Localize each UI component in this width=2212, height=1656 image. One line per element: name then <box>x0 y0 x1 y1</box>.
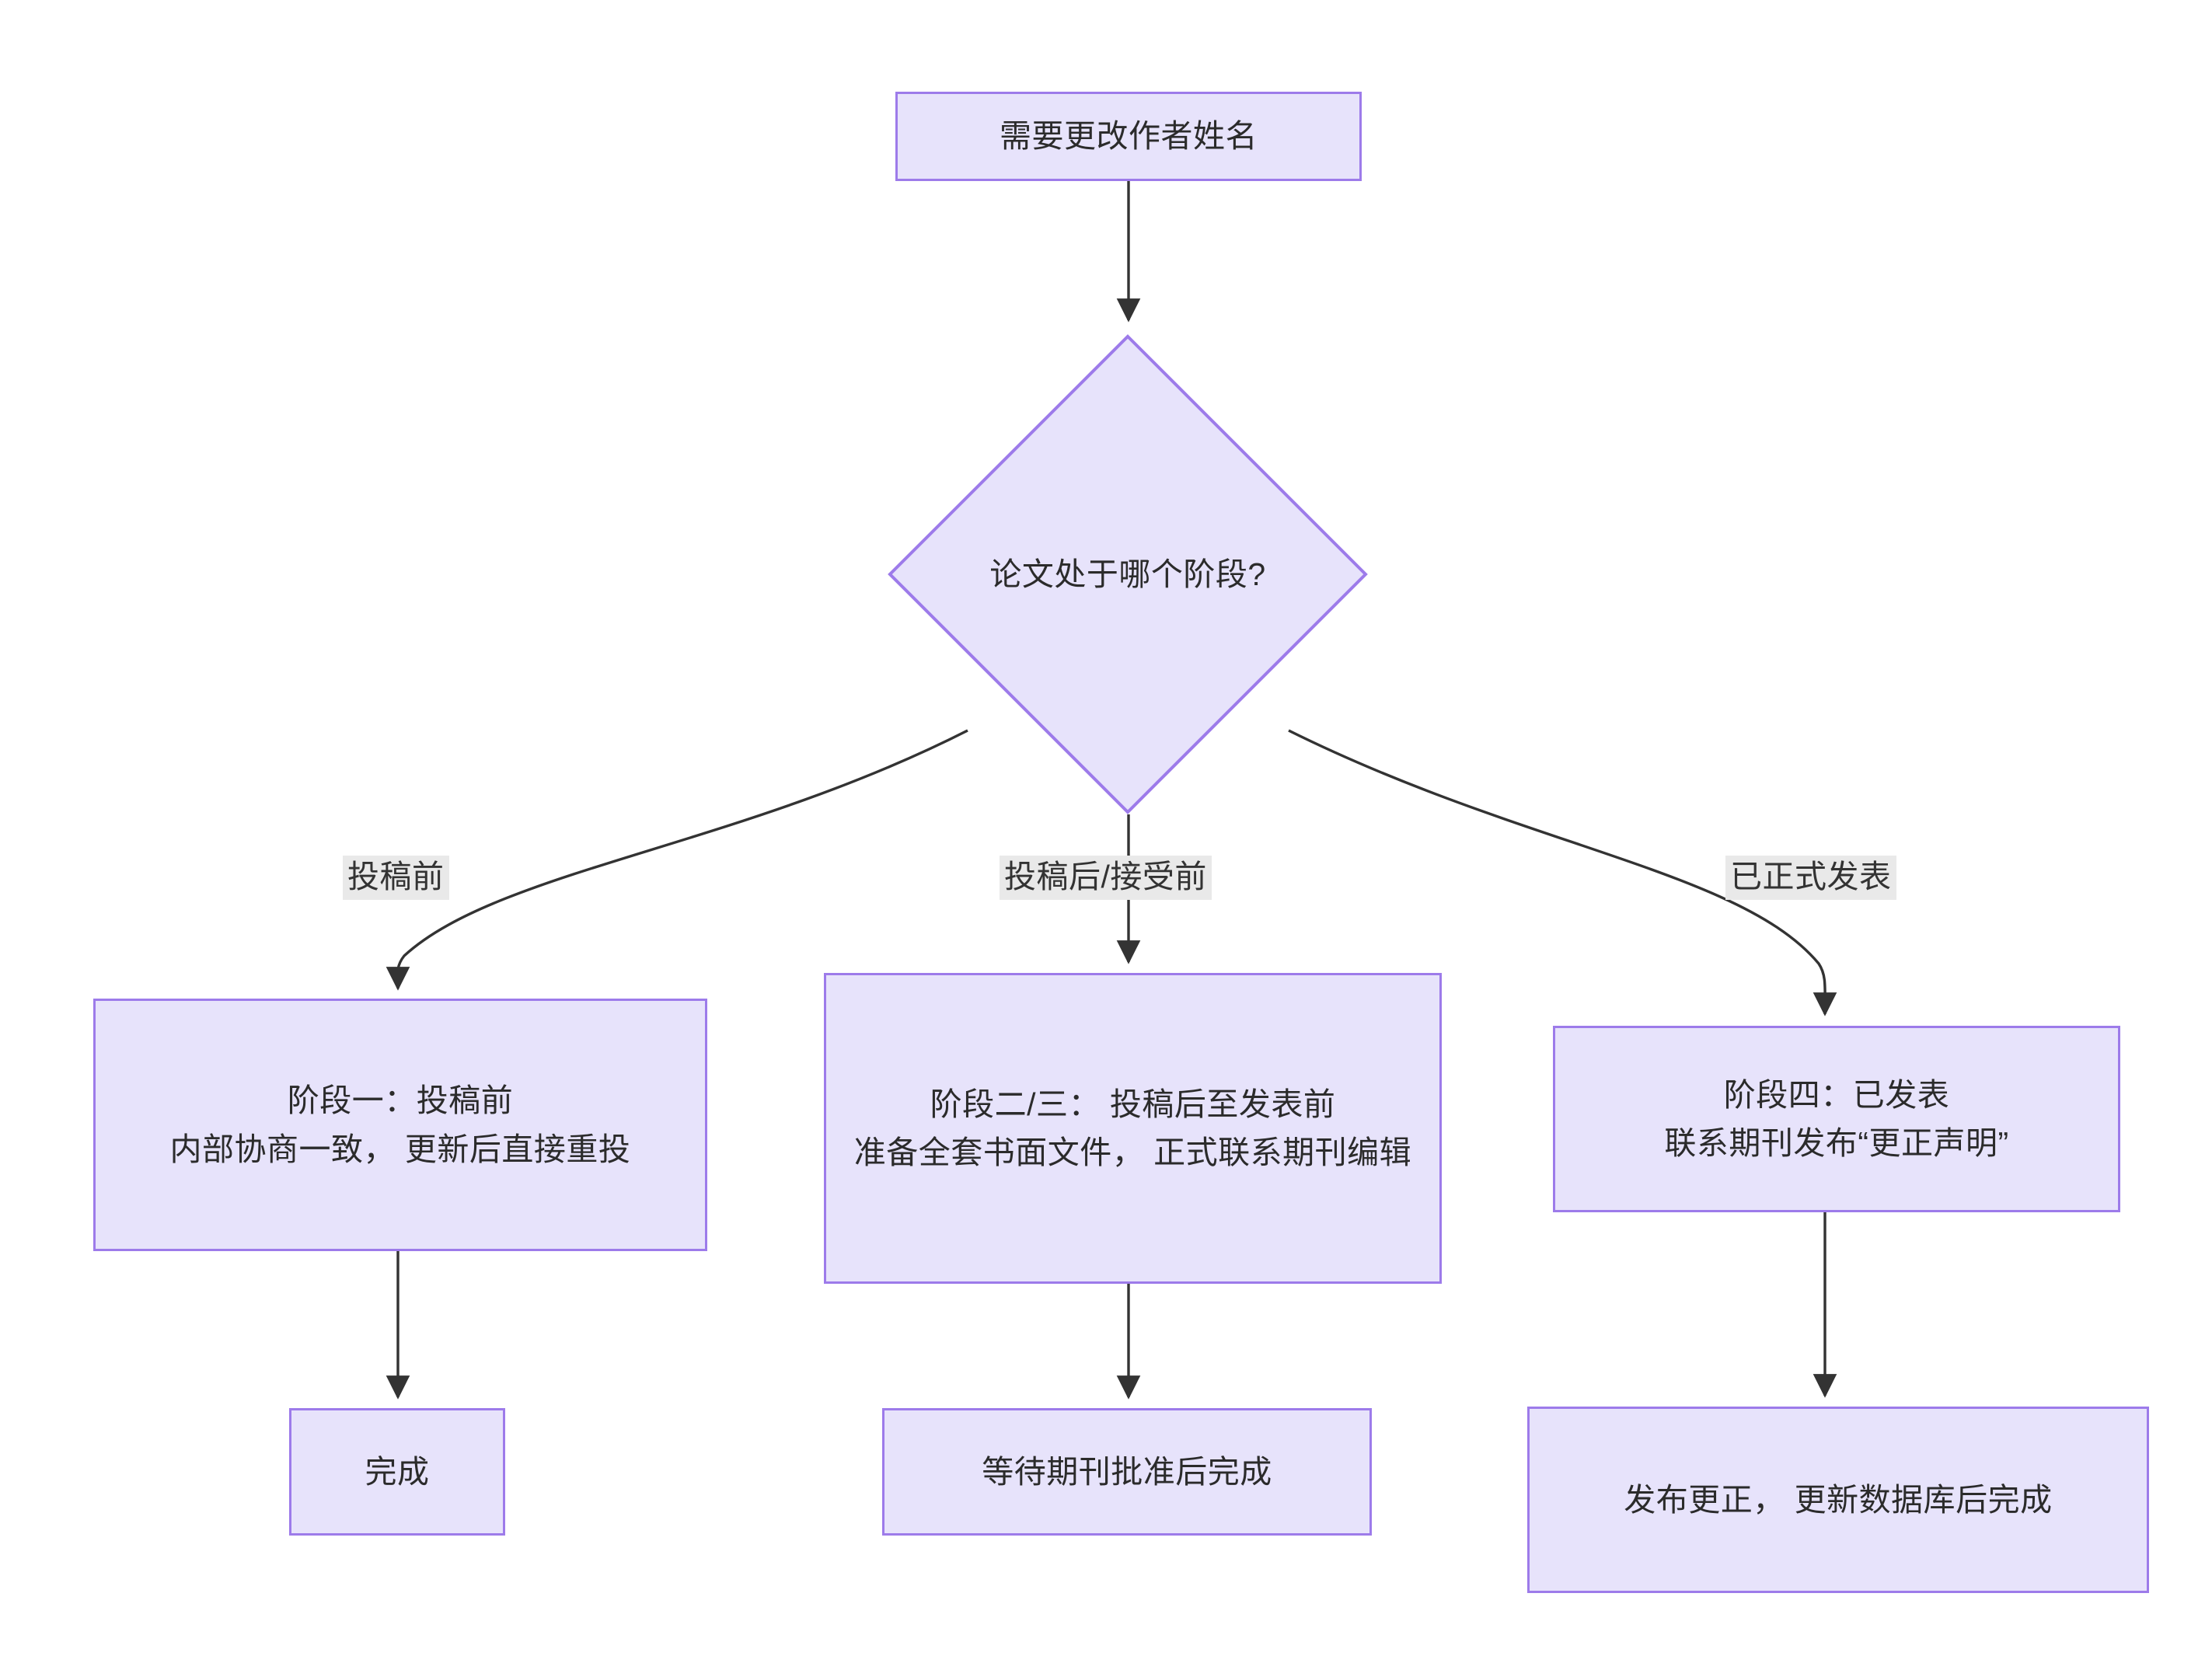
node-label-stage23: 阶段二/三： 投稿后至发表前 准备全套书面文件， 正式联系期刊编辑 <box>853 1086 1412 1170</box>
node-label-decision: 论文处于哪个阶段? <box>989 556 1266 592</box>
node-start[interactable]: 需要更改作者姓名 <box>895 92 1362 181</box>
node-stage23[interactable]: 阶段二/三： 投稿后至发表前 准备全套书面文件， 正式联系期刊编辑 <box>824 973 1442 1284</box>
node-done1[interactable]: 完成 <box>289 1408 505 1536</box>
edge-label-l2: 投稿后/接受前 <box>1000 856 1212 901</box>
node-label-stage4: 阶段四：已发表 联系期刊发布“更正声明” <box>1664 1076 2009 1161</box>
node-label-start: 需要更改作者姓名 <box>1000 118 1258 155</box>
edge-label-l3: 已正式发表 <box>1725 856 1896 901</box>
node-label-stage1: 阶段一：投稿前 内部协商一致， 更新后直接重投 <box>169 1083 631 1167</box>
node-done2[interactable]: 等待期刊批准后完成 <box>882 1408 1372 1536</box>
node-decision[interactable]: 论文处于哪个阶段? <box>888 334 1368 814</box>
node-label-done1: 完成 <box>365 1453 430 1490</box>
diamond-shape <box>888 334 1368 814</box>
node-stage1[interactable]: 阶段一：投稿前 内部协商一致， 更新后直接重投 <box>93 999 707 1251</box>
node-label-done2: 等待期刊批准后完成 <box>982 1453 1272 1490</box>
edge-label-l1: 投稿前 <box>343 856 449 901</box>
node-done3[interactable]: 发布更正， 更新数据库后完成 <box>1527 1407 2149 1593</box>
node-stage4[interactable]: 阶段四：已发表 联系期刊发布“更正声明” <box>1553 1026 2120 1212</box>
node-label-done3: 发布更正， 更新数据库后完成 <box>1624 1481 2053 1518</box>
edge-e2 <box>386 729 968 991</box>
